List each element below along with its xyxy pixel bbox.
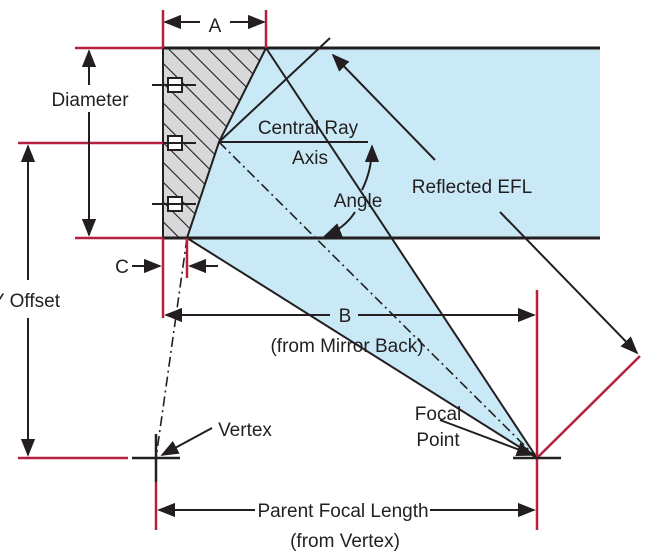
parent-surface-dashdot (155, 237, 188, 459)
lower-ray (186, 237, 538, 459)
chief-ray-dashdot (218, 141, 538, 459)
label-b: B (339, 306, 352, 327)
label-from-mirror-back: (from Mirror Back) (270, 336, 423, 357)
mounting-holes (152, 77, 196, 212)
reflected-ray-line (218, 37, 331, 143)
label-diameter: Diameter (51, 90, 129, 111)
dimension-arrows (20, 14, 639, 518)
converging-beam (187, 48, 537, 458)
label-a: A (209, 16, 222, 37)
angle-arc-lower (323, 211, 356, 237)
label-parent-focal-length: Parent Focal Length (257, 501, 428, 522)
angle-arc-upper (361, 144, 380, 191)
label-vertex: Vertex (218, 420, 272, 441)
label-y-offset: Y Offset (0, 291, 61, 312)
label-reflected-efl: Reflected EFL (412, 177, 532, 198)
dimension-red-lines (18, 10, 641, 530)
label-axis: Axis (292, 148, 328, 169)
vertex-marker (132, 434, 180, 482)
label-angle: Angle (334, 191, 383, 212)
label-point: Point (416, 430, 460, 451)
label-focal: Focal (415, 404, 461, 425)
label-c: C (115, 257, 129, 278)
upper-ray (265, 47, 538, 459)
label-central-ray: Central Ray (258, 118, 359, 139)
label-from-vertex: (from Vertex) (290, 531, 400, 552)
